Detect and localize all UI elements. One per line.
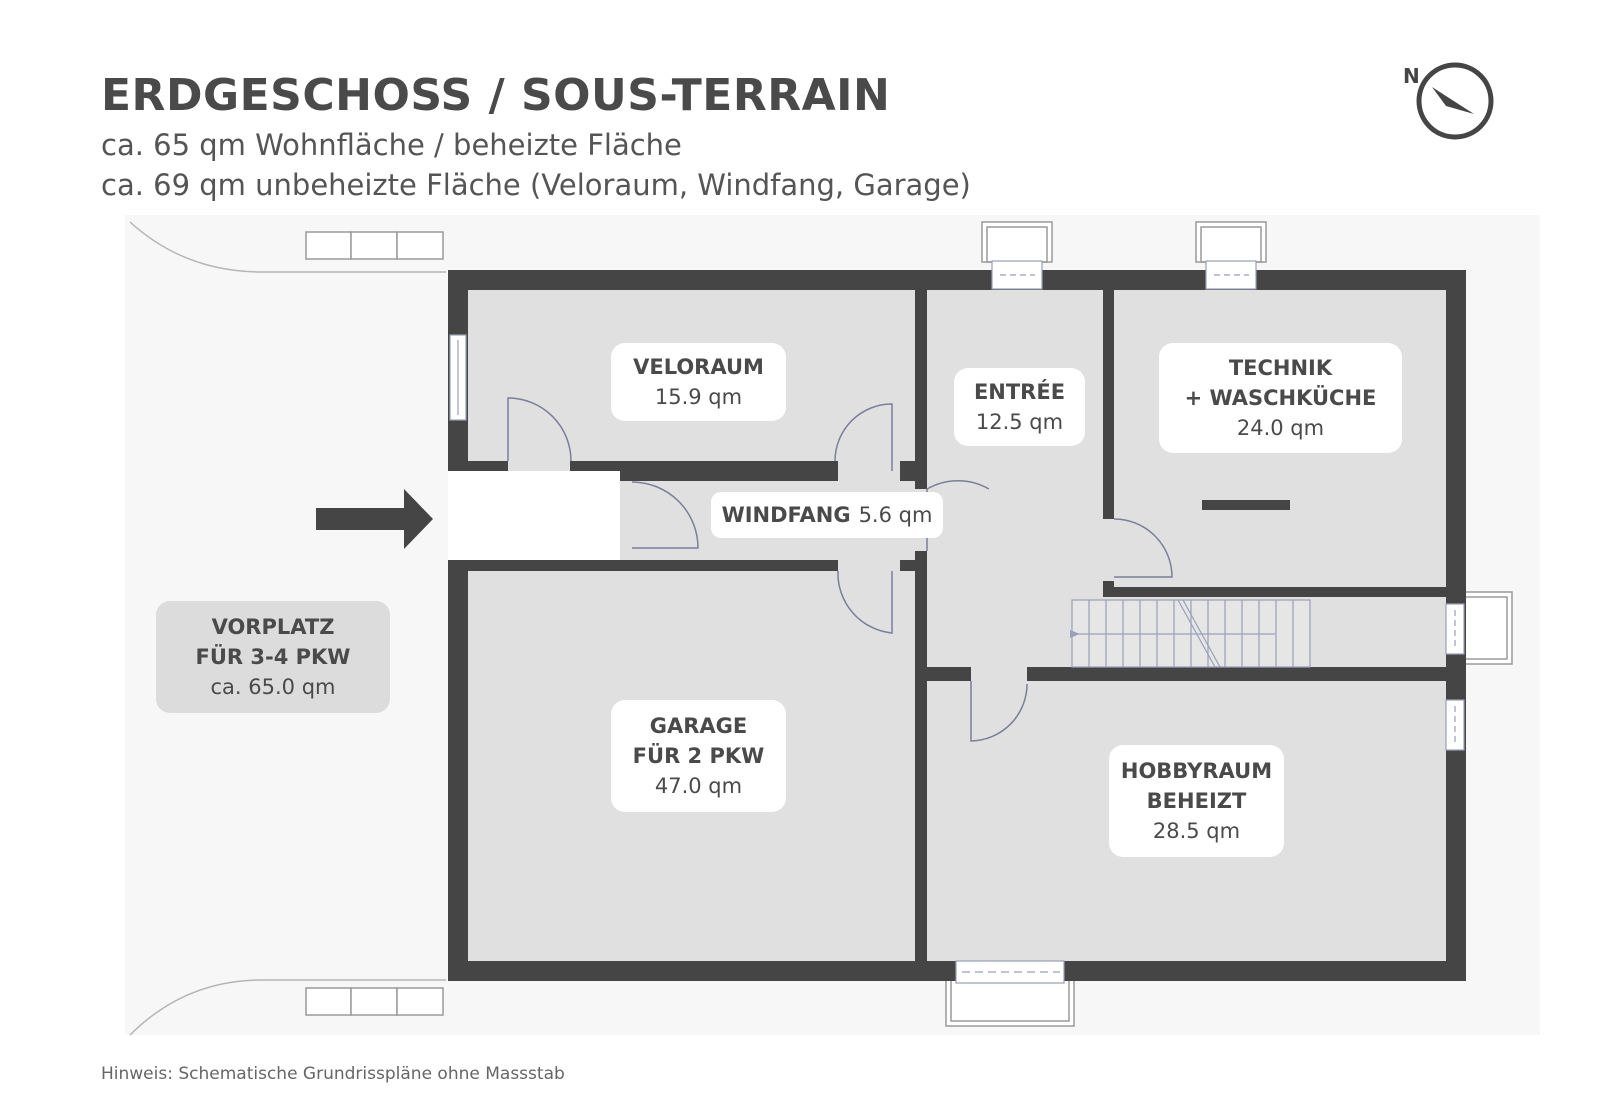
door-gap-veloraum-1	[508, 461, 570, 471]
technik-area: 24.0 qm	[1236, 416, 1325, 440]
window-north-technik	[1205, 260, 1257, 290]
label-windfang: WINDFANG 5.6 qm	[711, 492, 943, 538]
window-east-1	[1445, 603, 1465, 655]
hobbyraum-area: 28.5 qm	[1152, 819, 1241, 843]
unheated-area-subtitle: ca. 69 qm unbeheizte Fläche (Veloraum, W…	[101, 168, 971, 202]
hobbyraum-name-1: HOBBYRAUM	[1120, 759, 1273, 783]
light-well-technik	[1195, 221, 1267, 263]
arrow-right-icon	[316, 489, 433, 549]
technik-fixture	[1202, 500, 1290, 510]
window-north-entree	[991, 260, 1043, 290]
windfang-name: WINDFANG	[721, 503, 851, 527]
entry-opening	[448, 471, 620, 560]
vorplatz-area: ca. 65.0 qm	[210, 675, 336, 699]
vorplatz-name-1: VORPLATZ	[211, 615, 335, 639]
entree-area: 12.5 qm	[975, 410, 1064, 434]
door-gap-garage	[838, 560, 900, 571]
door-gap-hobby	[971, 667, 1027, 681]
door-gap-veloraum-2	[838, 461, 900, 481]
label-garage: GARAGE FÜR 2 PKW 47.0 qm	[611, 700, 786, 812]
window-east-2	[1445, 699, 1465, 751]
garage-name-1: GARAGE	[649, 714, 748, 738]
door-swing-technik	[1113, 518, 1173, 578]
stair-wall	[1103, 587, 1298, 597]
hobbyraum-name-2: BEHEIZT	[1146, 789, 1247, 813]
door-swing-veloraum-2	[834, 403, 893, 471]
door-swing-windfang	[631, 481, 699, 549]
veloraum-name: VELORAUM	[633, 355, 764, 379]
door-swing-veloraum-1	[507, 397, 572, 462]
light-well-entree	[981, 221, 1053, 263]
door-swing-hobby	[970, 681, 1028, 742]
window-south	[955, 960, 1065, 984]
exterior-block-bottom	[305, 987, 444, 1016]
window-west	[449, 334, 467, 421]
entree-name: ENTRÉE	[973, 380, 1066, 404]
label-vorplatz: VORPLATZ FÜR 3-4 PKW ca. 65.0 qm	[156, 601, 390, 713]
page-title: ERDGESCHOSS / SOUS-TERRAIN	[101, 70, 891, 121]
door-swing-garage	[837, 570, 893, 634]
label-veloraum: VELORAUM 15.9 qm	[611, 343, 786, 421]
compass-north-label: N	[1403, 64, 1420, 88]
exterior-block-top	[305, 231, 444, 260]
veloraum-area: 15.9 qm	[654, 385, 743, 409]
garage-name-2: FÜR 2 PKW	[632, 744, 765, 768]
label-technik: TECHNIK + WASCHKÜCHE 24.0 qm	[1159, 343, 1402, 453]
label-hobbyraum: HOBBYRAUM BEHEIZT 28.5 qm	[1109, 745, 1284, 857]
vorplatz-name-2: FÜR 3-4 PKW	[195, 645, 351, 669]
heated-area-subtitle: ca. 65 qm Wohnfläche / beheizte Fläche	[101, 128, 682, 162]
property-curve-bottom	[129, 979, 446, 1036]
light-well-east	[1461, 591, 1513, 665]
technik-name-2: + WASCHKÜCHE	[1184, 386, 1377, 410]
door-gap-entree-technik	[1103, 519, 1114, 581]
compass-icon	[1416, 62, 1494, 140]
door-gap-windfang-inner	[620, 481, 632, 560]
windfang-area: 5.6 qm	[858, 503, 933, 527]
property-curve-top	[129, 221, 446, 273]
technik-name-1: TECHNIK	[1228, 356, 1333, 380]
footnote: Hinweis: Schematische Grundrisspläne ohn…	[101, 1064, 565, 1084]
garage-area: 47.0 qm	[654, 774, 743, 798]
stair-direction-arrow-icon	[1070, 630, 1080, 638]
label-entree: ENTRÉE 12.5 qm	[954, 368, 1085, 446]
door-swing-windfang-entree	[926, 479, 990, 551]
staircase	[1071, 599, 1311, 668]
